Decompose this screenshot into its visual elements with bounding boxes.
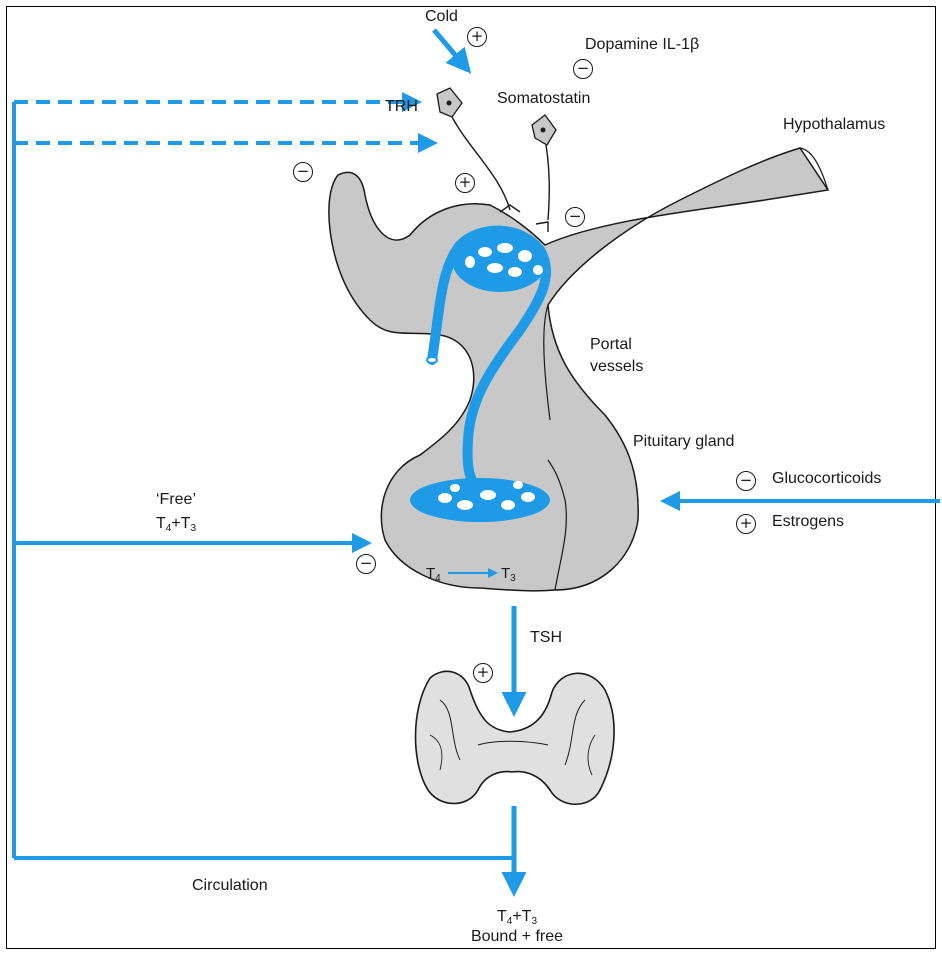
- somatostatin-minus-sign: −: [565, 207, 585, 227]
- dopamine-label: Dopamine IL-1β: [585, 36, 699, 54]
- output-t4t3-formula: T4+T3: [462, 908, 572, 926]
- bound-free-label: Bound + free: [462, 928, 572, 946]
- cold-label: Cold: [425, 8, 458, 26]
- dopamine-minus-sign: −: [573, 59, 593, 79]
- conversion-t4: T4: [426, 565, 441, 583]
- trh-label: TRH: [385, 98, 418, 116]
- pituitary-label: Pituitary gland: [633, 433, 734, 451]
- tsh-plus-sign: +: [473, 663, 493, 683]
- trh-plus-sign: +: [455, 173, 475, 193]
- glucocorticoids-minus-sign: −: [736, 471, 756, 491]
- feedback-minus-sign: −: [293, 162, 313, 182]
- hypothalamus-label: Hypothalamus: [783, 116, 885, 134]
- portal-label: Portal: [590, 336, 632, 354]
- free-label: ‘Free’: [136, 491, 216, 509]
- glucocorticoids-label: Glucocorticoids: [772, 470, 881, 488]
- estrogens-plus-sign: +: [736, 514, 756, 534]
- conversion-t3: T3: [501, 565, 516, 583]
- tsh-label: TSH: [530, 629, 562, 647]
- vessels-label: vessels: [590, 358, 643, 376]
- circulation-label: Circulation: [192, 877, 268, 895]
- cold-plus-sign: +: [467, 27, 487, 47]
- somatostatin-label: Somatostatin: [497, 90, 590, 108]
- cold-arrow: [434, 30, 468, 70]
- neuron-cell-icon: [532, 115, 556, 232]
- estrogens-label: Estrogens: [772, 513, 844, 531]
- pituitary-minus-sign: −: [356, 554, 376, 574]
- free-t4t3-formula: T4+T3: [136, 515, 216, 533]
